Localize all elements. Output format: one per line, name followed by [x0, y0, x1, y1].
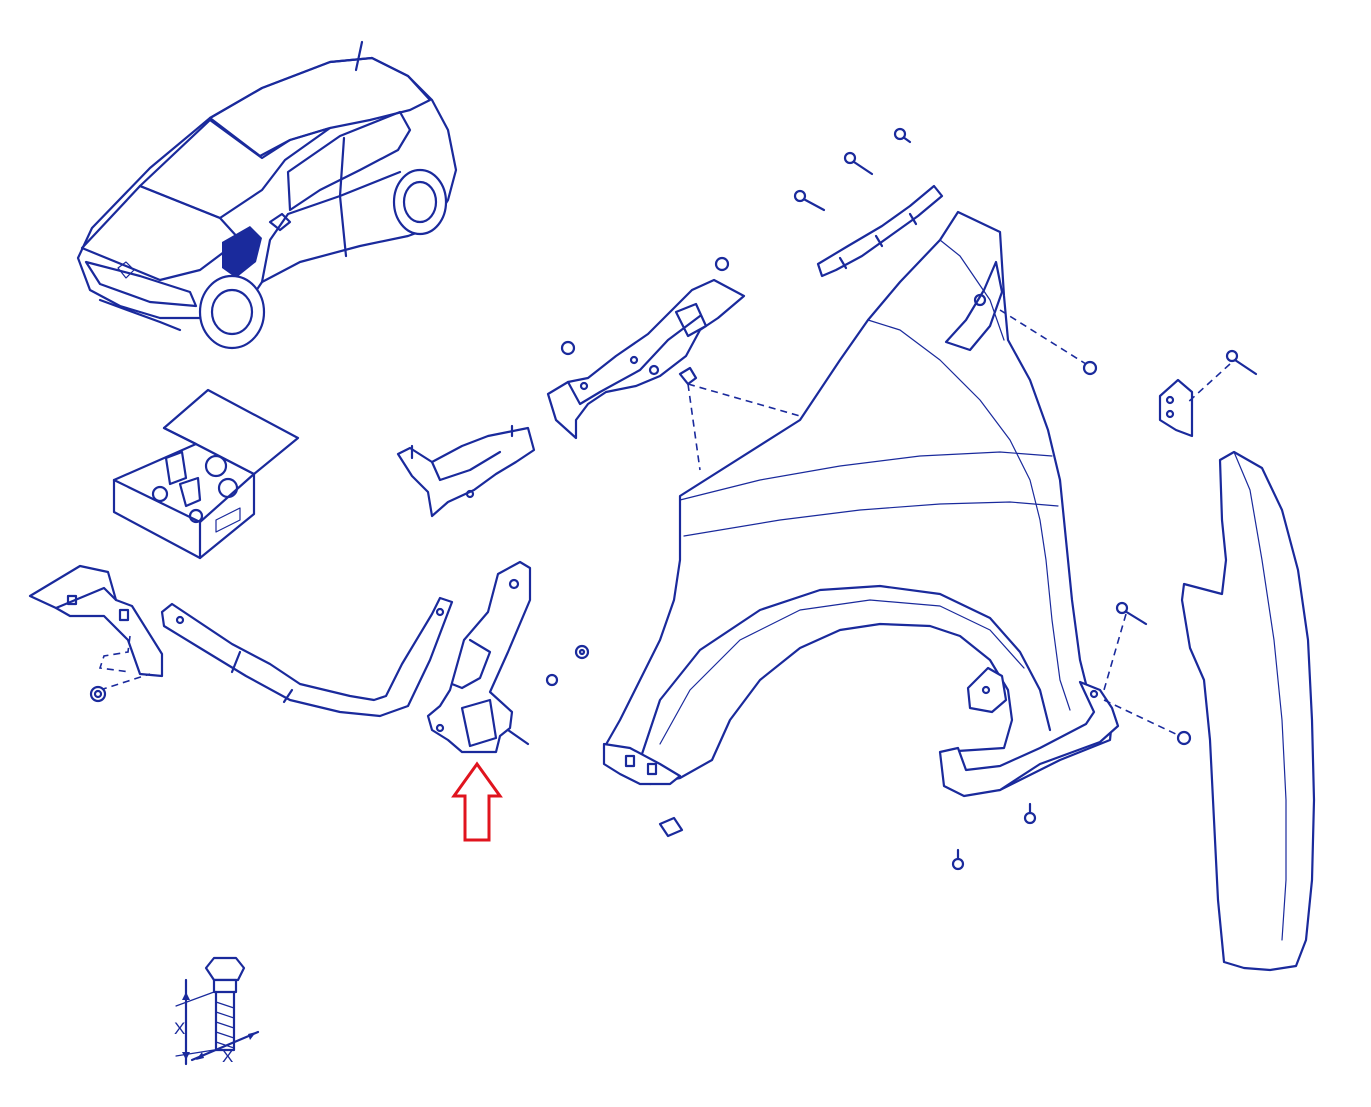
- highlight-arrow-icon: [451, 761, 503, 842]
- headlamp-bracket: [396, 424, 536, 518]
- assembly-lines: [687, 309, 1231, 737]
- sill-extension: [938, 680, 1120, 798]
- lower-front-wing-bracket: [426, 560, 532, 754]
- screw-icon: [1082, 349, 1258, 746]
- dimension-label-vertical: X: [174, 1019, 185, 1038]
- front-wing: [602, 210, 1114, 792]
- upper-wing-bracket: [816, 184, 944, 278]
- vehicle-illustration: [76, 40, 458, 350]
- bumper-guide-strip: [160, 596, 454, 718]
- wheel-arch-liner: [1180, 450, 1316, 972]
- clip-icon: [545, 366, 1037, 871]
- bolt-icon: [793, 127, 912, 212]
- dimension-label-horizontal: X: [222, 1047, 233, 1066]
- bolt-dimension-detail: [175, 956, 260, 1066]
- lower-bracket-left: [28, 564, 164, 703]
- wing-support-rail: [546, 256, 746, 440]
- fastener-kit-box: [112, 388, 300, 560]
- rear-corner-bracket: [966, 666, 1008, 714]
- corner-bracket-right: [1158, 378, 1194, 438]
